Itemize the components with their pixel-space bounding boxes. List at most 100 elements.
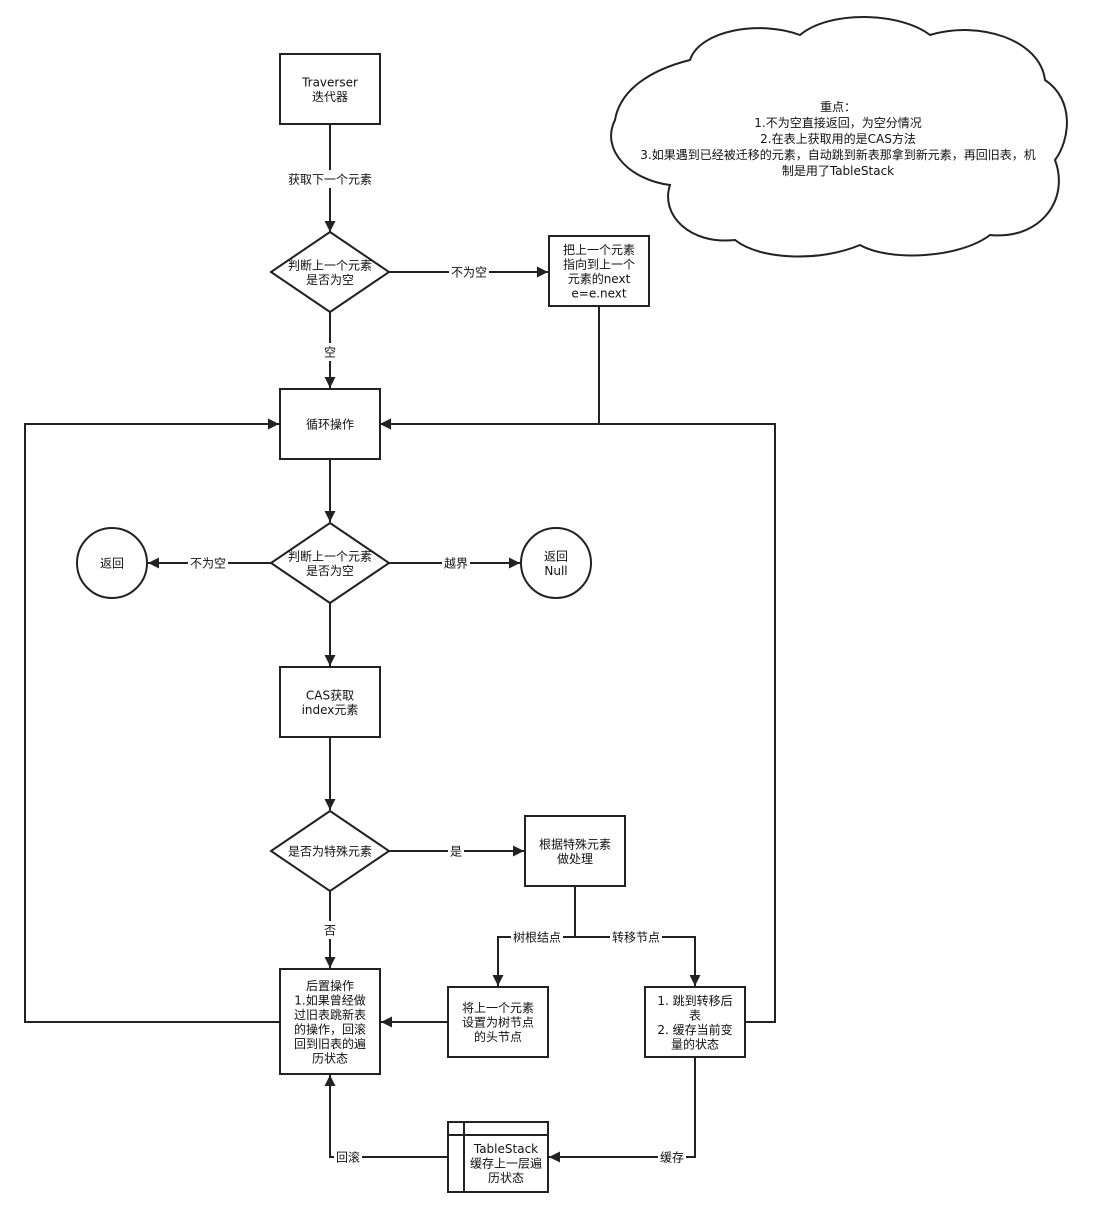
return-null-text-line: 返回 — [544, 549, 568, 563]
edge-label-bg — [286, 170, 374, 188]
arrow-head — [324, 221, 336, 232]
arrow-head — [268, 418, 279, 430]
edge-label-yes: 是 — [450, 845, 462, 859]
post-op-text-line: 1.如果曾经做 — [294, 992, 365, 1007]
edge-label-null-1: 空 — [324, 346, 336, 360]
decision-prev-null-2-diamond — [269, 521, 391, 605]
table-stack-text-line: 缓存上一层遍 — [470, 1157, 542, 1171]
cas-get-box — [279, 666, 381, 738]
set-next-text-line: 元素的next — [568, 271, 631, 286]
edge-label-no: 否 — [324, 924, 336, 938]
edge-label-not-null-2: 不为空 — [190, 557, 226, 571]
post-op-text-line: 历状态 — [312, 1051, 348, 1065]
arrow-head — [689, 975, 701, 986]
arrow-head — [381, 1016, 392, 1028]
edge-label-bg — [334, 1148, 362, 1166]
node-return: 返回 — [76, 527, 148, 599]
edge-label-out-of-bounds: 越界 — [444, 557, 468, 571]
connector-16 — [549, 1057, 696, 1158]
edge-label-rollback: 回滚 — [336, 1150, 360, 1165]
connector-3 — [380, 307, 600, 425]
set-next-box — [548, 235, 650, 307]
handle-special-text-line: 做处理 — [557, 851, 593, 866]
jump-forward-text-line: 2. 缓存当前变 — [657, 1022, 732, 1037]
note-cloud-shape — [610, 16, 1068, 258]
edge-label-tree-root: 树根结点 — [513, 930, 561, 945]
edge-label-bg — [511, 928, 563, 946]
note-text-line: 重点： — [820, 100, 856, 114]
traverser-text-line: Traverser — [301, 75, 358, 89]
arrow-head — [324, 799, 336, 810]
edge-label-bg — [610, 928, 662, 946]
arrow-head — [324, 655, 336, 666]
decision-prev-null-2-text-line: 是否为空 — [306, 564, 354, 578]
arrow-head — [324, 377, 336, 388]
set-tree-head-text-line: 的头节点 — [474, 1029, 522, 1044]
edge-label-bg — [322, 921, 338, 939]
return-null-text-line: Null — [544, 564, 567, 578]
decision-prev-null-text-line: 判断上一个元素 — [288, 257, 372, 272]
decision-prev-null-text-line: 是否为空 — [306, 273, 354, 287]
arrow-head — [324, 511, 336, 522]
jump-forward-text-line: 量的状态 — [671, 1036, 719, 1051]
node-loop: 循环操作 — [279, 388, 381, 460]
note-text-line: 3.如果遇到已经被迁移的元素，自动跳到新表那拿到新元素，再回旧表，机 — [640, 147, 1035, 162]
edge-label-bg — [449, 263, 489, 281]
edge-label-forward-node: 转移节点 — [612, 930, 660, 945]
decision-prev-null-diamond — [269, 230, 391, 314]
edge-label-cache: 缓存 — [660, 1151, 684, 1165]
handle-special-box — [524, 815, 626, 887]
return-text-line: 返回 — [100, 557, 124, 571]
arrow-head — [537, 266, 548, 278]
set-tree-head-box — [447, 986, 549, 1058]
arrow-head — [324, 957, 336, 968]
edge-label-get-next: 获取下一个元素 — [288, 173, 372, 187]
decision-special-diamond — [269, 809, 391, 893]
return-circle — [76, 527, 148, 599]
edge-label-bg — [322, 343, 338, 361]
set-tree-head-text-line: 将上一个元素 — [462, 1001, 534, 1015]
set-tree-head-text-line: 设置为树节点 — [462, 1015, 534, 1030]
traverser-text-line: 迭代器 — [312, 90, 348, 104]
return-null-circle — [520, 527, 592, 599]
post-op-text-line: 回到旧表的遍 — [294, 1036, 366, 1051]
cas-get-text-line: CAS获取 — [306, 688, 354, 702]
edge-label-bg — [188, 554, 228, 572]
connector-14 — [380, 423, 776, 1023]
arrow-head — [324, 1075, 336, 1086]
handle-special-text-line: 根据特殊元素 — [539, 836, 611, 851]
arrow-head — [492, 975, 504, 986]
traverser-box — [279, 53, 381, 125]
table-stack-text-line: TableStack — [473, 1142, 538, 1156]
edge-label-bg — [442, 554, 470, 572]
connector-15 — [24, 423, 280, 1023]
cas-get-text-line: index元素 — [302, 703, 359, 717]
post-op-text-line: 过旧表跳新表 — [294, 1007, 366, 1022]
node-decision-special: 是否为特殊元素 — [269, 809, 391, 893]
note-text-line: 制是用了TableStack — [782, 164, 894, 178]
arrow-head — [509, 557, 520, 569]
loop-box — [279, 388, 381, 460]
edge-label-bg — [448, 842, 464, 860]
post-op-text-line: 的操作，回滚 — [294, 1021, 366, 1036]
set-next-text-line: 指向到上一个 — [563, 256, 635, 271]
jump-forward-text-line: 表 — [689, 1008, 701, 1022]
arrow-head — [148, 557, 159, 569]
decision-prev-null-2-text-line: 判断上一个元素 — [288, 548, 372, 563]
post-op-box — [279, 968, 381, 1075]
note-cloud: 重点：1.不为空直接返回，为空分情况2.在表上获取用的是CAS方法3.如果遇到已… — [610, 16, 1068, 258]
post-op-text-line: 后置操作 — [306, 978, 354, 993]
arrow-head — [513, 845, 524, 857]
decision-special-text-line: 是否为特殊元素 — [288, 844, 372, 859]
jump-forward-box — [644, 986, 746, 1058]
